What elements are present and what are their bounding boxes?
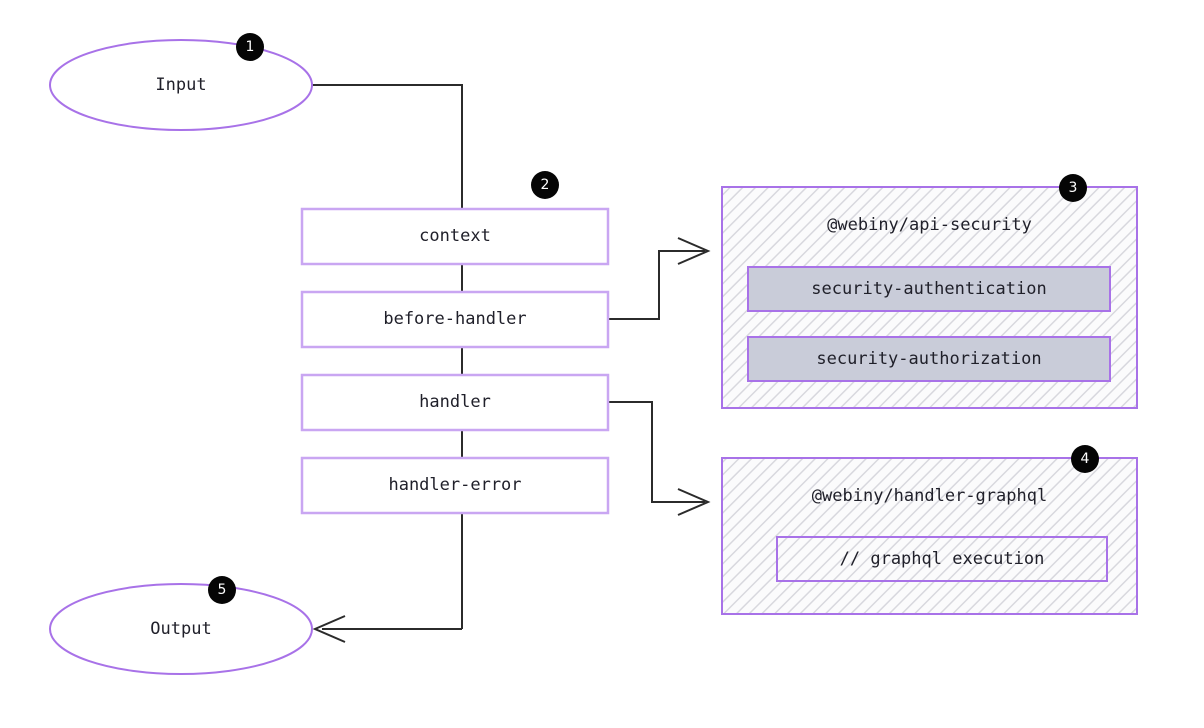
connector-before-handler-to-security bbox=[608, 237, 711, 320]
step-badge-2[interactable]: 2 bbox=[531, 171, 559, 199]
panel-item-box-graphql-execution[interactable] bbox=[776, 536, 1108, 582]
step-badge-1[interactable]: 1 bbox=[236, 33, 264, 61]
pipeline-step-box-context[interactable] bbox=[300, 207, 610, 266]
panel-item-box-security-authentication[interactable] bbox=[747, 266, 1111, 312]
connector-input-to-pipeline bbox=[312, 84, 463, 208]
output-node-shape[interactable] bbox=[49, 583, 313, 675]
panel-item-box-security-authorization[interactable] bbox=[747, 336, 1111, 382]
step-badge-5[interactable]: 5 bbox=[208, 576, 236, 604]
connector-handler-to-graphql bbox=[608, 401, 711, 516]
pipeline-step-box-before-handler[interactable] bbox=[300, 290, 610, 349]
step-badge-4[interactable]: 4 bbox=[1071, 445, 1099, 473]
connector-pipeline-to-output bbox=[312, 615, 462, 643]
pipeline-step-box-handler-error[interactable] bbox=[300, 456, 610, 515]
pipeline-step-box-handler[interactable] bbox=[300, 373, 610, 432]
step-badge-3[interactable]: 3 bbox=[1059, 174, 1087, 202]
input-node-shape[interactable] bbox=[49, 39, 313, 131]
